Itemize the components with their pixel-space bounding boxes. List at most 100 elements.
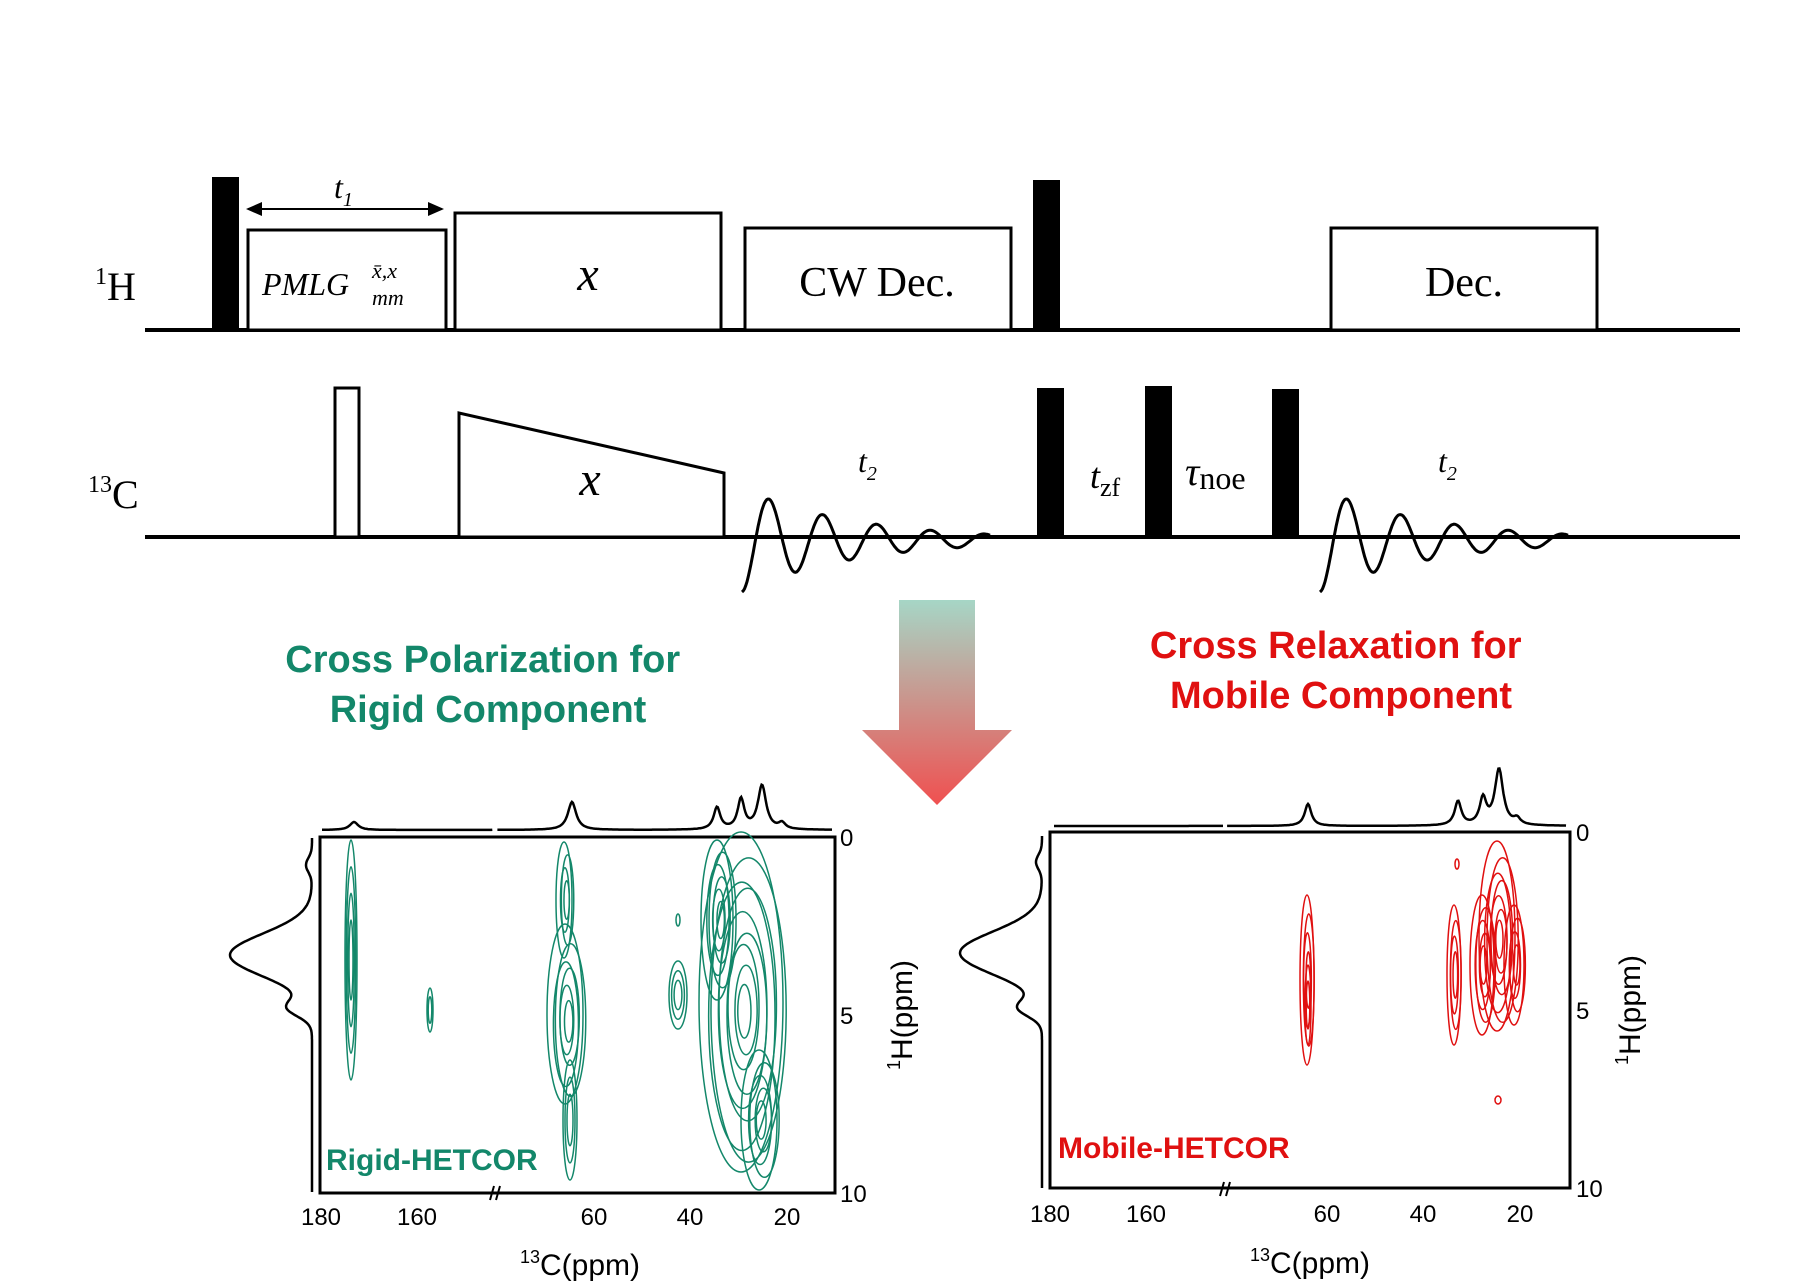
mobile-contour-6-3 bbox=[1512, 944, 1521, 986]
rigid-contour-9-0 bbox=[740, 1049, 778, 1191]
channel-1h: 1H t1 PMLG x̄,x mm x CW Dec. Dec. bbox=[95, 169, 1740, 332]
rigid-contour-8-2 bbox=[707, 881, 776, 1152]
rigid-contour-0-1 bbox=[345, 865, 357, 1055]
channel-1h-label: 1H bbox=[95, 264, 136, 309]
rigid-contour-1-0 bbox=[426, 987, 434, 1033]
dec-label: Dec. bbox=[1425, 260, 1503, 306]
rigid-contour-9-3 bbox=[754, 1087, 773, 1153]
tnoe-label: τnoe bbox=[1185, 449, 1246, 496]
heading-rigid-line-1: Cross Polarization for bbox=[285, 639, 680, 681]
rigid-contour-2-3 bbox=[563, 879, 571, 921]
mobile-contour-4-0 bbox=[1469, 894, 1495, 1036]
rigid-contour-1-1 bbox=[427, 996, 433, 1024]
t1-arrowhead-left bbox=[246, 202, 262, 216]
rigid-contour-4-0 bbox=[562, 1059, 578, 1181]
t1-arrowhead-right bbox=[428, 202, 444, 216]
mobile-y-tick-10: 10 bbox=[1576, 1176, 1603, 1203]
rigid-c13-projection bbox=[322, 782, 832, 832]
mobile-y-tick-5: 5 bbox=[1576, 998, 1589, 1025]
mobile-x-tick-60: 60 bbox=[1314, 1201, 1341, 1228]
channel-13c-label: 13C bbox=[88, 472, 139, 517]
rigid-x-tick-40: 40 bbox=[677, 1204, 704, 1231]
mobile-contour-3-0 bbox=[1454, 858, 1460, 870]
mobile-x-axis-label: 13C(ppm) bbox=[1250, 1245, 1370, 1280]
rigid-contour-7-2 bbox=[706, 863, 730, 977]
pmlg-label: PMLG bbox=[261, 266, 349, 302]
rigid-x-tick-160: 160 bbox=[397, 1204, 437, 1231]
cw-dec-block bbox=[743, 226, 1013, 332]
t2-label-1: t2 bbox=[858, 443, 877, 485]
cw-dec-label: CW Dec. bbox=[799, 260, 955, 306]
mobile-contours bbox=[1299, 840, 1527, 1105]
channel-13c: 13C x t2 tzf τnoe t2 bbox=[88, 386, 1740, 594]
rigid-contour-4-2 bbox=[566, 1093, 574, 1147]
pmlg-superscript: x̄,x bbox=[371, 258, 397, 283]
rigid-y-tick-5: 5 bbox=[840, 1003, 853, 1030]
rigid-contour-6-0 bbox=[675, 913, 681, 927]
dec-block bbox=[1329, 226, 1599, 332]
rigid-contour-8-8 bbox=[737, 983, 752, 1039]
mobile-h1-projection bbox=[958, 836, 1044, 1188]
rigid-contour-3-5 bbox=[563, 999, 574, 1043]
mobile-axis-break-2 bbox=[1225, 1181, 1231, 1197]
rigid-contour-9-4 bbox=[755, 1100, 767, 1140]
heading-mobile: Cross Relaxation for Mobile Component bbox=[1150, 625, 1532, 717]
rigid-x-tick-20: 20 bbox=[774, 1204, 801, 1231]
c-90-pulse-1 bbox=[1037, 388, 1064, 537]
transition-arrow bbox=[862, 600, 1012, 805]
rigid-contour-5-1 bbox=[670, 969, 686, 1021]
rigid-x-tick-180: 180 bbox=[301, 1204, 341, 1231]
rigid-contour-5-0 bbox=[668, 960, 688, 1030]
fid-1 bbox=[740, 497, 991, 594]
rigid-contour-4-1 bbox=[564, 1076, 576, 1164]
c-90-pulse-2 bbox=[1145, 386, 1172, 537]
rigid-y-tick-0: 0 bbox=[840, 825, 853, 852]
mobile-contour-1-1 bbox=[1305, 980, 1311, 1030]
rigid-x-axis-label: 13C(ppm) bbox=[520, 1247, 640, 1282]
rigid-contour-9-1 bbox=[749, 1061, 780, 1179]
cp-c-ramp bbox=[457, 411, 726, 539]
t1-label: t1 bbox=[334, 169, 353, 211]
tzf-label: tzf bbox=[1090, 456, 1121, 502]
mobile-y-tick-0: 0 bbox=[1576, 820, 1589, 847]
mobile-contour-5-5 bbox=[1494, 908, 1508, 974]
h-90-pulse-1 bbox=[212, 177, 239, 330]
mobile-x-tick-20: 20 bbox=[1507, 1201, 1534, 1228]
mobile-axis-break-1 bbox=[1219, 1181, 1225, 1197]
rigid-contour-8-5 bbox=[726, 932, 768, 1096]
rigid-x-tick-60: 60 bbox=[581, 1204, 608, 1231]
h-90-pulse-2 bbox=[1033, 180, 1060, 330]
t2-label-2: t2 bbox=[1438, 443, 1457, 485]
c-180-pulse bbox=[333, 386, 361, 539]
cp-h-label: x bbox=[576, 248, 598, 301]
rigid-axis-break-2 bbox=[495, 1185, 501, 1201]
cp-h-block bbox=[453, 211, 723, 332]
mobile-contour-2-3 bbox=[1452, 950, 1459, 1000]
rigid-contour-7-1 bbox=[708, 851, 737, 989]
mobile-contour-5-3 bbox=[1490, 879, 1514, 996]
mobile-spectrum: 180 160 60 40 20 0 5 10 13C(ppm) 1H(ppm)… bbox=[958, 767, 1647, 1280]
rigid-spectrum-label: Rigid-HETCOR bbox=[326, 1144, 538, 1177]
mobile-contour-6-0 bbox=[1503, 904, 1525, 1026]
rigid-contour-7-5 bbox=[716, 900, 726, 940]
rigid-y-tick-10: 10 bbox=[840, 1181, 867, 1208]
rigid-contour-8-0 bbox=[698, 831, 784, 1173]
mobile-contour-1-0 bbox=[1304, 964, 1312, 1046]
pmlg-block bbox=[246, 228, 448, 332]
rigid-axis-break-1 bbox=[489, 1185, 495, 1201]
mobile-contour-5-0 bbox=[1478, 840, 1516, 1032]
rigid-spectrum: 180 160 60 40 20 0 5 10 13C(ppm) 1H(ppm)… bbox=[228, 782, 919, 1282]
mobile-x-tick-180: 180 bbox=[1030, 1201, 1070, 1228]
rigid-contour-3-4 bbox=[559, 984, 575, 1056]
mobile-contour-7-0 bbox=[1494, 1095, 1502, 1105]
mobile-x-tick-40: 40 bbox=[1410, 1201, 1437, 1228]
rigid-contour-0-2 bbox=[346, 892, 356, 1028]
mobile-x-tick-160: 160 bbox=[1126, 1201, 1166, 1228]
c-90-pulse-3 bbox=[1272, 389, 1299, 537]
rigid-contour-0-0 bbox=[344, 839, 358, 1081]
cp-c-label: x bbox=[578, 453, 600, 506]
heading-mobile-line-2: Mobile Component bbox=[1170, 675, 1512, 717]
rigid-contours bbox=[344, 831, 787, 1191]
rigid-h1-projection bbox=[228, 838, 314, 1192]
